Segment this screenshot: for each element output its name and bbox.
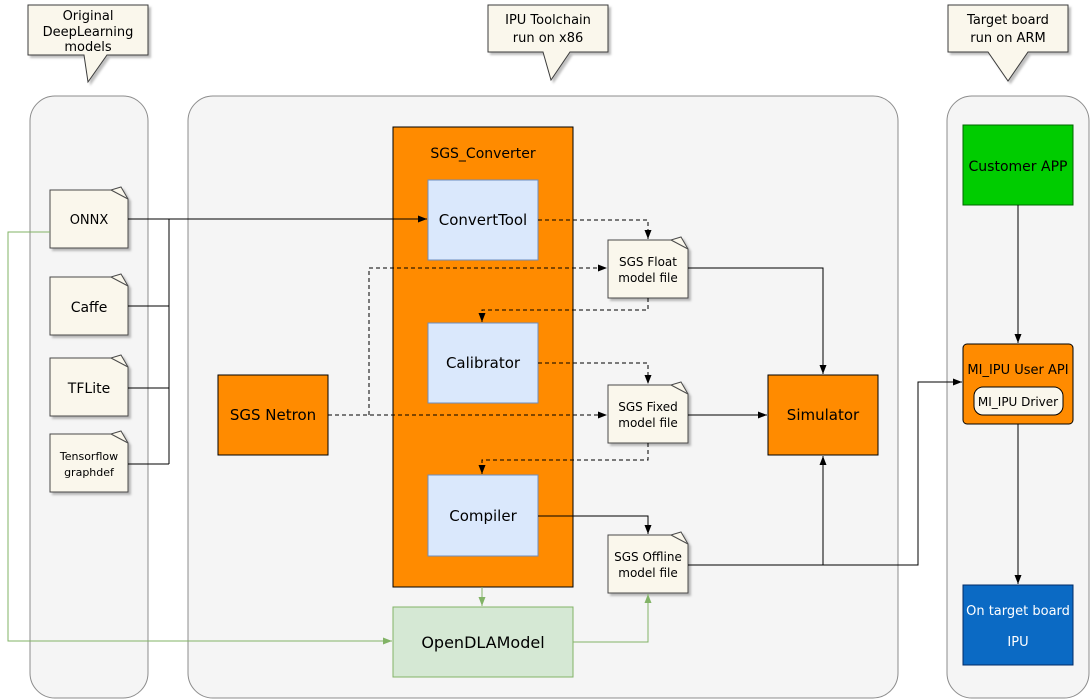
ipu-board-shape [962,584,1074,666]
document-fold-line [110,276,129,287]
edge-converttool-to-floatfile [538,219,652,239]
opendla-shape [392,606,574,678]
node-label: model file [618,566,677,580]
document-fold-line [670,384,689,395]
node-customer-app: Customer APP [962,124,1074,206]
calibrator-shape [427,322,539,404]
node-label: ConvertTool [439,211,527,229]
edge-netron-to-floatfile [368,264,607,415]
node-calibrator: Calibrator [427,322,539,404]
driver-pill-shape [973,386,1064,416]
node-sgs-fixed-model-file: SGS Fixed model file [607,381,689,444]
callout-text: run on ARM [970,31,1045,46]
edge-compiler-to-offlinefile [538,515,652,534]
node-label: graphdef [64,466,115,479]
node-label: SGS Netron [230,406,316,424]
edge-offlinefile-to-userapi [688,378,962,566]
node-sgs-offline-model-file: SGS Offline model file [607,531,689,594]
callout-target-board: Target board run on ARM [947,4,1069,82]
node-label: OpenDLAModel [421,633,544,652]
callout-text: Target board [966,13,1049,28]
convert-tool-shape [427,179,539,261]
document-fold-line [110,433,129,444]
node-label: SGS_Converter [430,146,536,162]
document-fold-line [670,534,689,545]
document-fold-line [110,357,129,368]
node-label: Caffe [71,300,108,316]
node-label: ONNX [70,213,109,228]
node-label: Simulator [787,406,860,424]
connectors [7,205,1022,645]
node-compiler: Compiler [427,474,539,557]
callout-text: IPU Toolchain [505,13,591,28]
node-label: Customer APP [969,159,1068,175]
node-label: Calibrator [446,354,521,372]
node-sgs-float-model-file: SGS Float model file [607,236,689,299]
callout-bubble [27,4,149,84]
node-label: Compiler [449,507,517,525]
node-mi-ipu-user-api: MI_IPU User API MI_IPU Driver [962,343,1074,425]
node-caffe: Caffe [49,273,129,336]
node-label: SGS Offline [614,550,682,564]
node-label: On target board [966,604,1070,619]
simulator-shape [767,374,879,456]
edge-floatfile-to-simulator [688,267,827,374]
callout-bubble [487,4,609,82]
callout-text: DeepLearning [43,25,134,40]
node-label: SGS Fixed [618,400,677,414]
node-label: MI_IPU User API [967,363,1068,378]
callout-text: run on x86 [513,31,584,46]
node-convert-tool: ConvertTool [427,179,539,261]
node-sgs-netron: SGS Netron [217,374,329,456]
node-onnx: ONNX [49,186,129,249]
document-fold-line [670,239,689,250]
callout-text: Original [63,9,114,24]
document-fold-line [110,189,129,200]
edge-opendla-to-offlinefile [573,594,652,643]
callout-original-models: Original DeepLearning models [27,4,149,84]
node-label: IPU [1007,635,1028,650]
node-label: model file [618,271,677,285]
node-opendla-model: OpenDLAModel [392,606,574,678]
node-tensorflow-graphdef: Tensorflow graphdef [49,430,129,493]
node-label: MI_IPU Driver [978,395,1058,409]
node-tflite: TFLite [49,354,129,417]
callout-ipu-toolchain: IPU Toolchain run on x86 [487,4,609,82]
compiler-shape [427,474,539,557]
node-simulator: Simulator [767,374,879,456]
callout-text: models [64,40,111,55]
edge-onnx-to-opendla [7,231,392,645]
node-label: Tensorflow [59,450,118,463]
netron-shape [217,374,329,456]
edge-floatfile-to-calibrator [478,298,649,322]
edge-calibrator-to-fixedfile [538,362,652,384]
node-label: SGS Float [619,255,677,269]
edge-fixedfile-to-compiler [478,443,649,474]
node-label: model file [618,416,677,430]
callout-bubble [947,4,1069,82]
node-on-target-board-ipu: On target board IPU [962,584,1074,666]
node-label: TFLite [67,381,110,397]
